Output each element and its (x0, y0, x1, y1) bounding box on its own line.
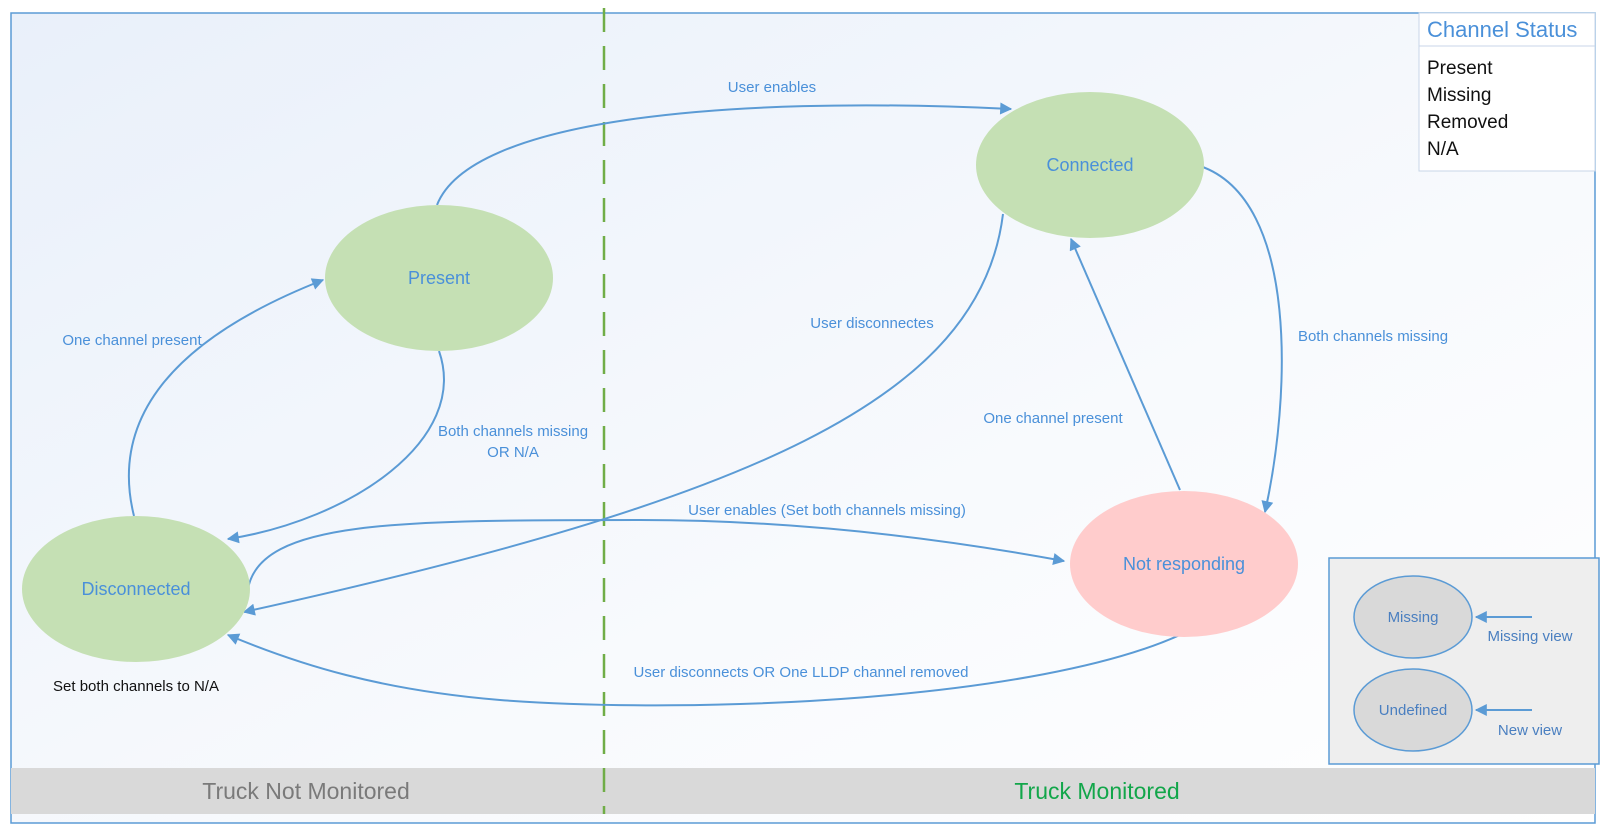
arrow-present-to-disconnected (226, 350, 445, 544)
arrow-disconnected-to-present (127, 278, 325, 517)
channel-status-item-present: Present (1427, 58, 1493, 79)
arrow-connected-to-not-responding (1199, 165, 1283, 514)
note-disconnected: Set both channels to N/A (53, 678, 219, 695)
state-not-responding-label: Not responding (1123, 554, 1245, 574)
legend-missing-shape (1353, 575, 1473, 659)
arrow-disconnected-to-not-responding (247, 518, 1066, 590)
label-both-missing-or-na-line2: OR N/A (487, 444, 539, 461)
label-both-channels-missing: Both channels missing (1298, 328, 1448, 345)
state-connected: Connected (976, 92, 1204, 238)
state-connected-label: Connected (1046, 155, 1133, 175)
footer-band (11, 768, 1595, 814)
legend-undefined-caption: New view (1498, 722, 1562, 739)
channel-status-item-na: N/A (1427, 139, 1459, 160)
footer-truck-not-monitored: Truck Not Monitored (202, 778, 410, 804)
arrow-connected-to-disconnected (242, 213, 1004, 616)
state-not-responding: Not responding (1070, 491, 1298, 637)
label-one-channel-present-right: One channel present (983, 410, 1123, 427)
legend-panel: Missing Missing view Undefined New view (1328, 557, 1600, 765)
arrow-present-to-connected (436, 102, 1013, 206)
legend-missing-caption: Missing view (1487, 628, 1572, 645)
label-user-enables: User enables (728, 79, 816, 96)
channel-status-item-removed: Removed (1427, 112, 1508, 133)
channel-status-item-missing: Missing (1427, 85, 1491, 106)
channel-status-panel: Channel Status Present Missing Removed N… (1418, 12, 1596, 172)
legend-undefined-shape-label: Undefined (1379, 702, 1447, 719)
arrow-not-responding-to-connected (1069, 237, 1181, 491)
legend-undefined-shape (1353, 668, 1473, 752)
legend-missing-shape-label: Missing (1388, 609, 1439, 626)
state-disconnected-label: Disconnected (81, 579, 190, 599)
footer-truck-monitored: Truck Monitored (1014, 778, 1179, 804)
label-one-channel-present-left: One channel present (62, 332, 202, 349)
state-disconnected: Disconnected (22, 516, 250, 662)
state-present: Present (325, 205, 553, 351)
label-user-enables-set-missing: User enables (Set both channels missing) (688, 502, 966, 519)
state-present-label: Present (408, 268, 470, 288)
label-both-missing-or-na-line1: Both channels missing (438, 423, 588, 440)
label-user-disconnectes: User disconnectes (810, 315, 933, 332)
label-user-disconnects-or-lldp: User disconnects OR One LLDP channel rem… (634, 664, 969, 681)
channel-status-title: Channel Status (1427, 17, 1577, 42)
arrow-not-responding-to-disconnected (226, 633, 1183, 707)
